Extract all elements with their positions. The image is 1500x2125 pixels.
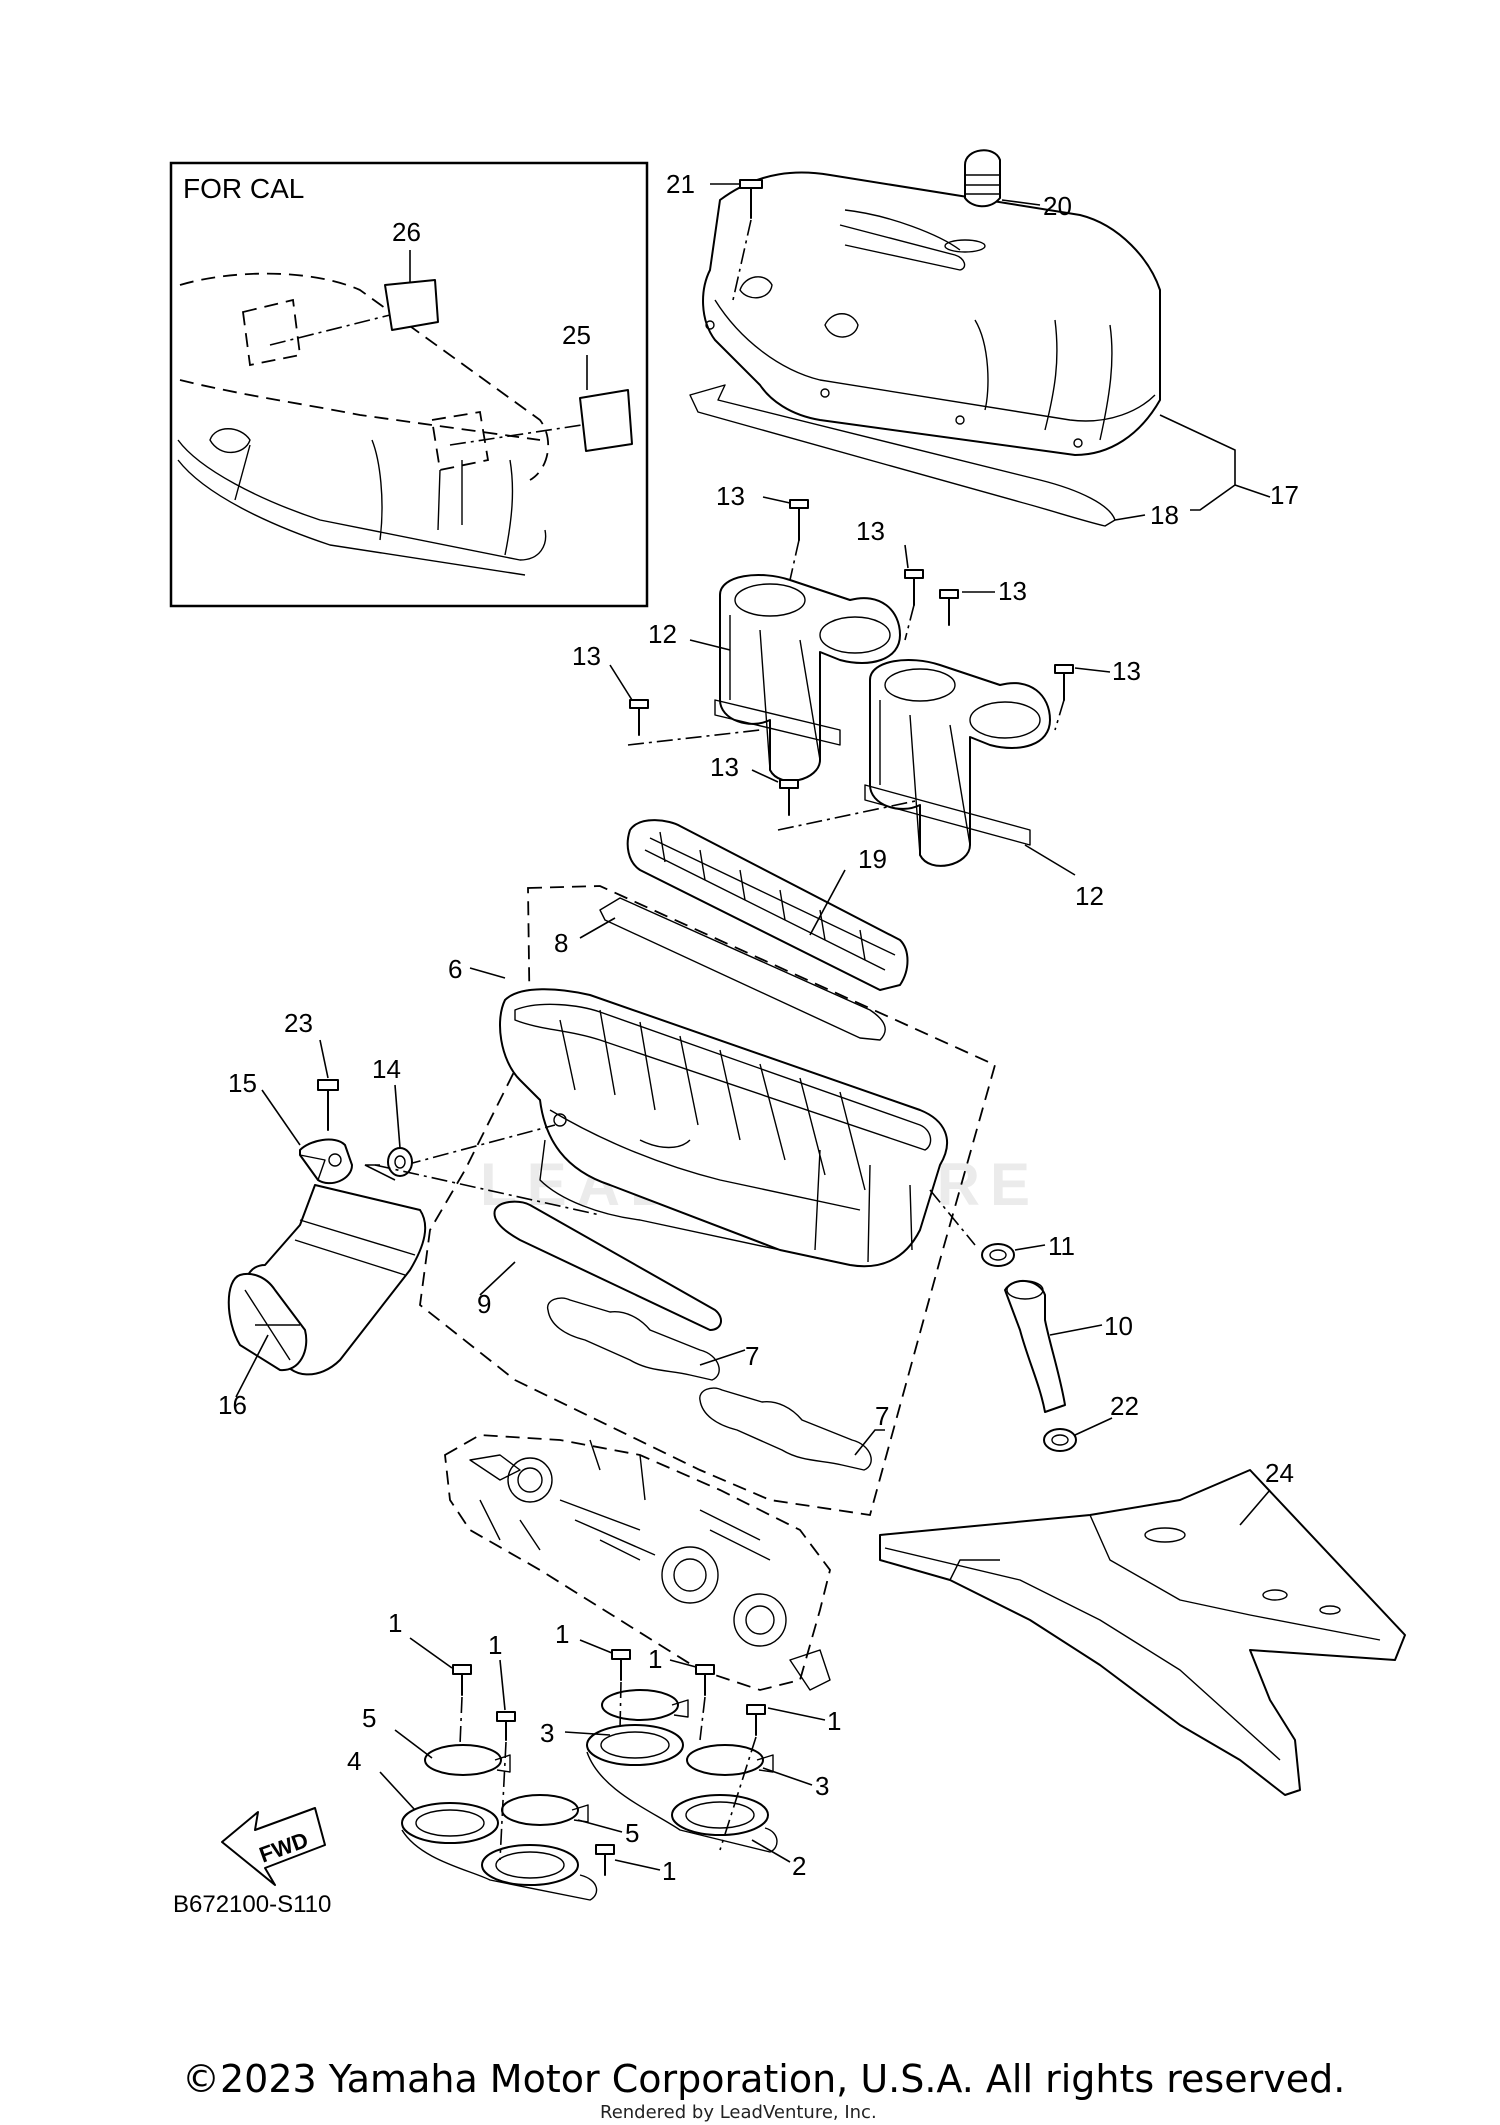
callout-24: 24 — [1265, 1458, 1294, 1488]
callout-9: 9 — [477, 1289, 491, 1319]
callout-18: 18 — [1150, 500, 1179, 530]
bolt-23 — [317, 1079, 339, 1131]
callout-7a: 7 — [745, 1341, 759, 1371]
seal-9 — [493, 1200, 722, 1331]
callout-1c: 1 — [555, 1619, 569, 1649]
callout-12a: 12 — [648, 619, 677, 649]
callout-1d: 1 — [648, 1644, 662, 1674]
clamp-22 — [1043, 1428, 1077, 1452]
inset-title: FOR CAL — [183, 173, 304, 204]
under-cover-24 — [879, 1469, 1406, 1796]
throttle-body-reference — [444, 1434, 831, 1691]
callout-19: 19 — [858, 844, 887, 874]
for-cal-inset: FOR CAL 26 25 — [169, 161, 649, 608]
copyright-text: ©2023 Yamaha Motor Corporation, U.S.A. A… — [182, 2057, 1345, 2101]
air-cleaner-cover — [702, 171, 1161, 456]
funnel-left — [714, 574, 901, 782]
callout-8: 8 — [554, 928, 568, 958]
callout-25: 25 — [562, 320, 591, 350]
callout-5b: 5 — [625, 1818, 639, 1848]
callout-3b: 3 — [815, 1771, 829, 1801]
callout-7b: 7 — [875, 1401, 889, 1431]
callout-1e: 1 — [827, 1706, 841, 1736]
callout-15: 15 — [228, 1068, 257, 1098]
callout-11: 11 — [1048, 1231, 1075, 1261]
callout-13e: 13 — [572, 641, 601, 671]
callout-23: 23 — [284, 1008, 313, 1038]
callout-21: 21 — [666, 169, 695, 199]
callout-20: 20 — [1043, 191, 1072, 221]
joint-4 — [401, 1802, 598, 1901]
callout-13d: 13 — [1112, 656, 1141, 686]
gasket-7a — [546, 1297, 720, 1381]
clamps-3-5 — [424, 1689, 774, 1826]
bolts-1 — [452, 1649, 766, 1876]
cap-20 — [964, 149, 1001, 208]
air-case — [499, 988, 949, 1268]
callout-5a: 5 — [362, 1703, 376, 1733]
callout-10: 10 — [1104, 1311, 1133, 1341]
callout-2: 2 — [792, 1851, 806, 1881]
callout-13f: 13 — [710, 752, 739, 782]
funnel-right — [864, 659, 1051, 867]
screw-21 — [739, 179, 763, 219]
callout-12b: 12 — [1075, 881, 1104, 911]
hose-10 — [1004, 1280, 1066, 1413]
diagram-code: B672100-S110 — [173, 1891, 331, 1918]
fwd-arrow-icon: FWD — [221, 1807, 326, 1886]
callout-16: 16 — [218, 1390, 247, 1420]
callout-26: 26 — [392, 217, 421, 247]
callout-22: 22 — [1110, 1391, 1139, 1421]
rendered-by-text: Rendered by LeadVenture, Inc. — [600, 2102, 877, 2123]
gasket-7b — [699, 1387, 872, 1471]
duct-16 — [227, 1184, 427, 1376]
callout-13b: 13 — [856, 516, 885, 546]
callout-17: 17 — [1270, 480, 1299, 510]
case-assy-boundary — [419, 885, 997, 1517]
callout-1b: 1 — [488, 1630, 502, 1660]
element-19 — [626, 819, 909, 991]
callout-6: 6 — [448, 954, 462, 984]
callout-3a: 3 — [540, 1718, 554, 1748]
joint-2 — [586, 1724, 778, 1853]
callout-1f: 1 — [662, 1856, 676, 1886]
callout-1a: 1 — [388, 1608, 402, 1638]
callout-4: 4 — [347, 1746, 361, 1776]
callout-13a: 13 — [716, 481, 745, 511]
bolts-13 — [629, 499, 1074, 816]
callout-14: 14 — [372, 1054, 401, 1084]
clamp-11 — [981, 1243, 1015, 1267]
bracket-15 — [299, 1138, 353, 1185]
gasket-8 — [599, 897, 886, 1041]
callout-13c: 13 — [998, 576, 1027, 606]
